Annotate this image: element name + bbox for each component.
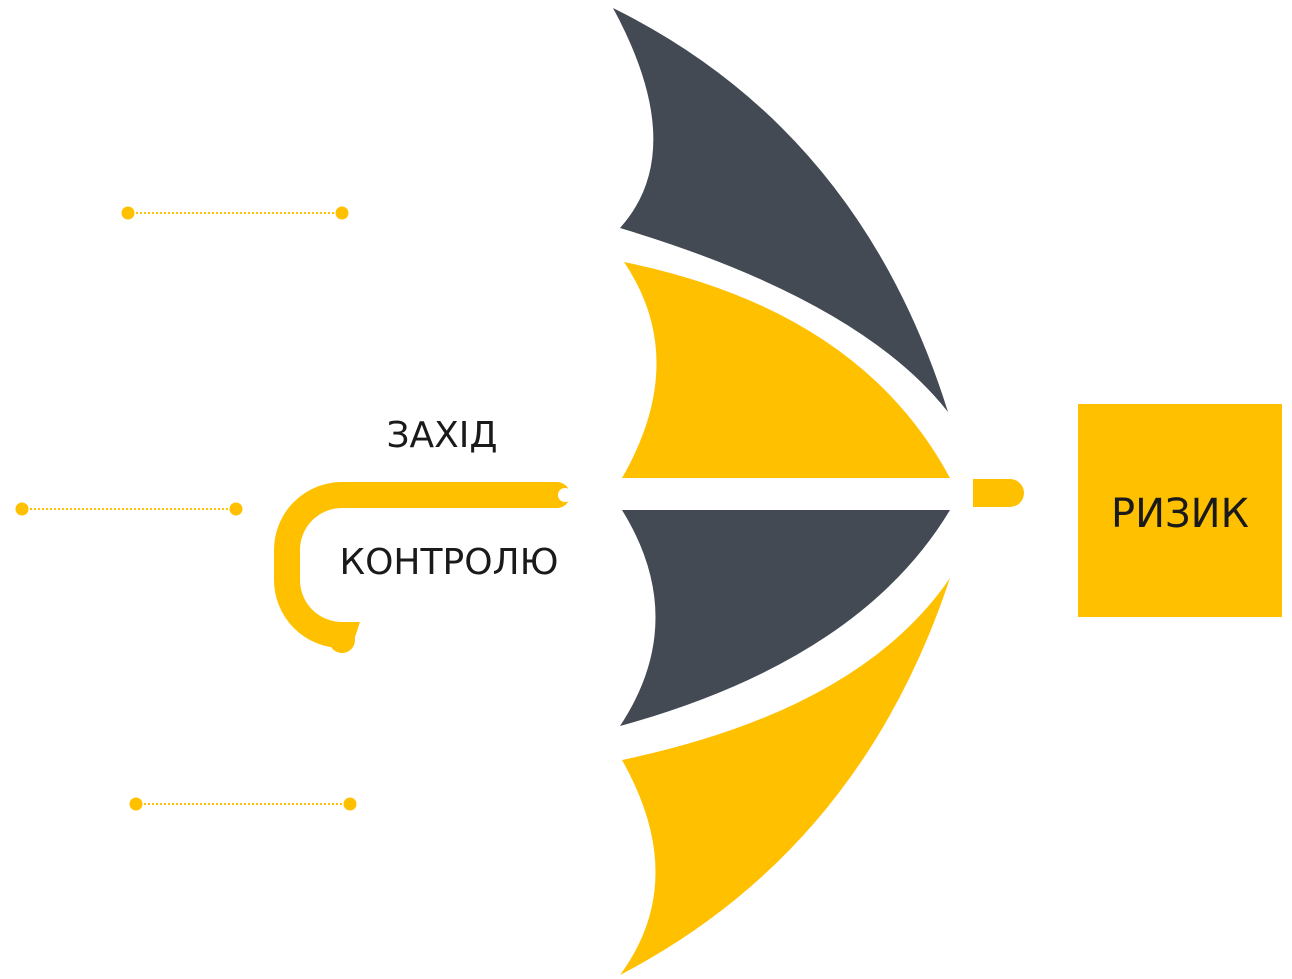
umbrella-segment-4	[620, 578, 950, 975]
umbrella-segment-1	[613, 8, 948, 412]
connector-line-top	[121, 206, 349, 220]
umbrella-shaft-end	[558, 488, 572, 502]
control-measure-label-line2: КОНТРОЛЮ	[340, 542, 559, 583]
umbrella-segment-2	[622, 262, 950, 478]
umbrella-tip	[973, 479, 1024, 507]
control-measure-label-line1: ЗАХІД	[386, 415, 497, 456]
umbrella-handle	[274, 482, 570, 653]
connector-line-middle	[15, 502, 243, 516]
connector-line-bottom	[129, 797, 357, 811]
umbrella-segment-3	[620, 510, 950, 726]
risk-box	[1078, 404, 1282, 617]
risk-label: РИЗИК	[1111, 491, 1249, 537]
